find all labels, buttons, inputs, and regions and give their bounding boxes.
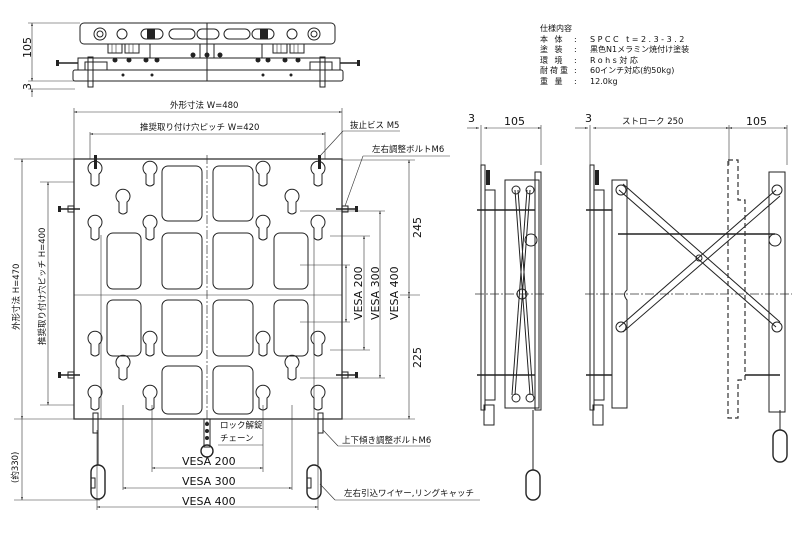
spec-key: 重 量	[540, 76, 565, 86]
spec-key: 環 境	[540, 55, 565, 65]
keyhole-slot	[255, 384, 271, 411]
side-open-dim-3: 3	[585, 112, 592, 125]
ring-catches	[90, 433, 322, 500]
side-open-dim-stroke: ストローク 250	[622, 117, 683, 127]
vesa-v-400: VESA 400	[388, 266, 401, 320]
top-dim-3: 3	[21, 83, 34, 90]
spec-row: 耐荷重: 60インチ対応(約50kg)	[540, 66, 689, 77]
vesa-v-200: VESA 200	[352, 266, 365, 320]
keyhole-slot	[310, 214, 326, 241]
dim-height-outer: 外形寸法 H=470	[11, 264, 22, 330]
top-bolts	[112, 52, 301, 63]
keyhole-slot	[87, 160, 103, 187]
spec-value: 12.0kg	[590, 76, 618, 86]
front-view: 外形寸法 W=480 推奨取り付け穴ピッチ W=420 外形寸法 H=470 推…	[10, 100, 480, 510]
top-view: 105 3	[21, 22, 360, 97]
spec-value: 黒色N1メラミン焼付け塗装	[590, 45, 690, 54]
keyhole-slot	[87, 384, 103, 411]
spec-value: Rohs対応	[590, 55, 641, 65]
callout-wire: 左右引込ワイヤー,リングキャッチ	[344, 488, 474, 499]
callout-lock-2: チェーン	[220, 434, 254, 444]
callout-lr-bolt: 左右調整ボルトM6	[372, 144, 444, 155]
dim-245: 245	[411, 217, 424, 238]
dim-wire-length: (約330)	[10, 452, 21, 483]
vesa-h-400: VESA 400	[182, 495, 236, 508]
keyhole-slot	[255, 160, 271, 187]
callout-lock-1: ロック解錠	[220, 420, 263, 431]
keyhole-slot	[142, 384, 158, 411]
spec-title: 仕様内容	[540, 24, 572, 33]
spec-key: 耐荷重	[540, 66, 570, 75]
dim-225: 225	[411, 347, 424, 368]
spec-row: 本 体: SPCC t=2.3-3.2	[540, 35, 689, 46]
vesa-v-300: VESA 300	[369, 266, 382, 320]
lr-adjust-bolts	[58, 205, 358, 379]
spec-value: SPCC t=2.3-3.2	[590, 34, 687, 44]
keyhole-slot	[142, 214, 158, 241]
side-view-closed: 3 105	[467, 112, 545, 501]
keyhole-slot	[284, 188, 300, 215]
spec-sep: :	[574, 55, 577, 65]
lock-chain	[200, 418, 214, 458]
keyhole-slot	[255, 330, 271, 357]
spec-key: 本 体	[540, 34, 565, 44]
dim-width-outer: 外形寸法 W=480	[170, 100, 238, 111]
callout-tilt-bolt: 上下傾き調整ボルトM6	[342, 435, 431, 446]
keyhole-slot	[142, 160, 158, 187]
dim-height-pitch: 推奨取り付け穴ピッチ H=400	[37, 228, 48, 345]
top-bracket-holes	[93, 27, 321, 41]
spec-row: 重 量: 12.0kg	[540, 77, 689, 88]
spec-row: 環 境: Rohs対応	[540, 56, 689, 67]
keyhole-slot	[142, 330, 158, 357]
callout-screw: 抜止ビス M5	[350, 120, 399, 131]
spec-sep: :	[574, 45, 577, 54]
spec-key: 塗 装	[540, 45, 565, 54]
spec-row: 塗 装: 黒色N1メラミン焼付け塗装	[540, 45, 689, 56]
side-open-dim-105: 105	[746, 115, 767, 128]
top-dim-105: 105	[21, 37, 34, 58]
keyhole-slot	[310, 384, 326, 411]
spec-block: 仕様内容 本 体: SPCC t=2.3-3.2 塗 装: 黒色N1メラミン焼付け塗…	[540, 24, 689, 87]
spec-sep: :	[574, 76, 577, 86]
keyhole-slot	[310, 160, 326, 187]
keyhole-slot	[284, 354, 300, 381]
vesa-h-300: VESA 300	[182, 475, 236, 488]
spec-value: 60インチ対応(約50kg)	[590, 66, 675, 75]
spec-sep: :	[574, 34, 577, 44]
vesa-h-200: VESA 200	[182, 455, 236, 468]
keyhole-slot	[87, 214, 103, 241]
keyhole-slot	[87, 330, 103, 357]
keyhole-slot	[115, 354, 131, 381]
spec-sep: :	[574, 66, 577, 75]
side-view-open: 3 ストローク 250 105	[575, 112, 792, 463]
keyhole-slot	[255, 214, 271, 241]
panel-cutouts	[106, 165, 309, 415]
side-closed-dim-3: 3	[468, 112, 475, 125]
side-closed-dim-105: 105	[504, 115, 525, 128]
dim-width-pitch: 推奨取り付け穴ピッチ W=420	[140, 122, 259, 133]
keyhole-slot	[115, 188, 131, 215]
keyhole-slots	[87, 160, 326, 411]
keyhole-slot	[310, 330, 326, 357]
